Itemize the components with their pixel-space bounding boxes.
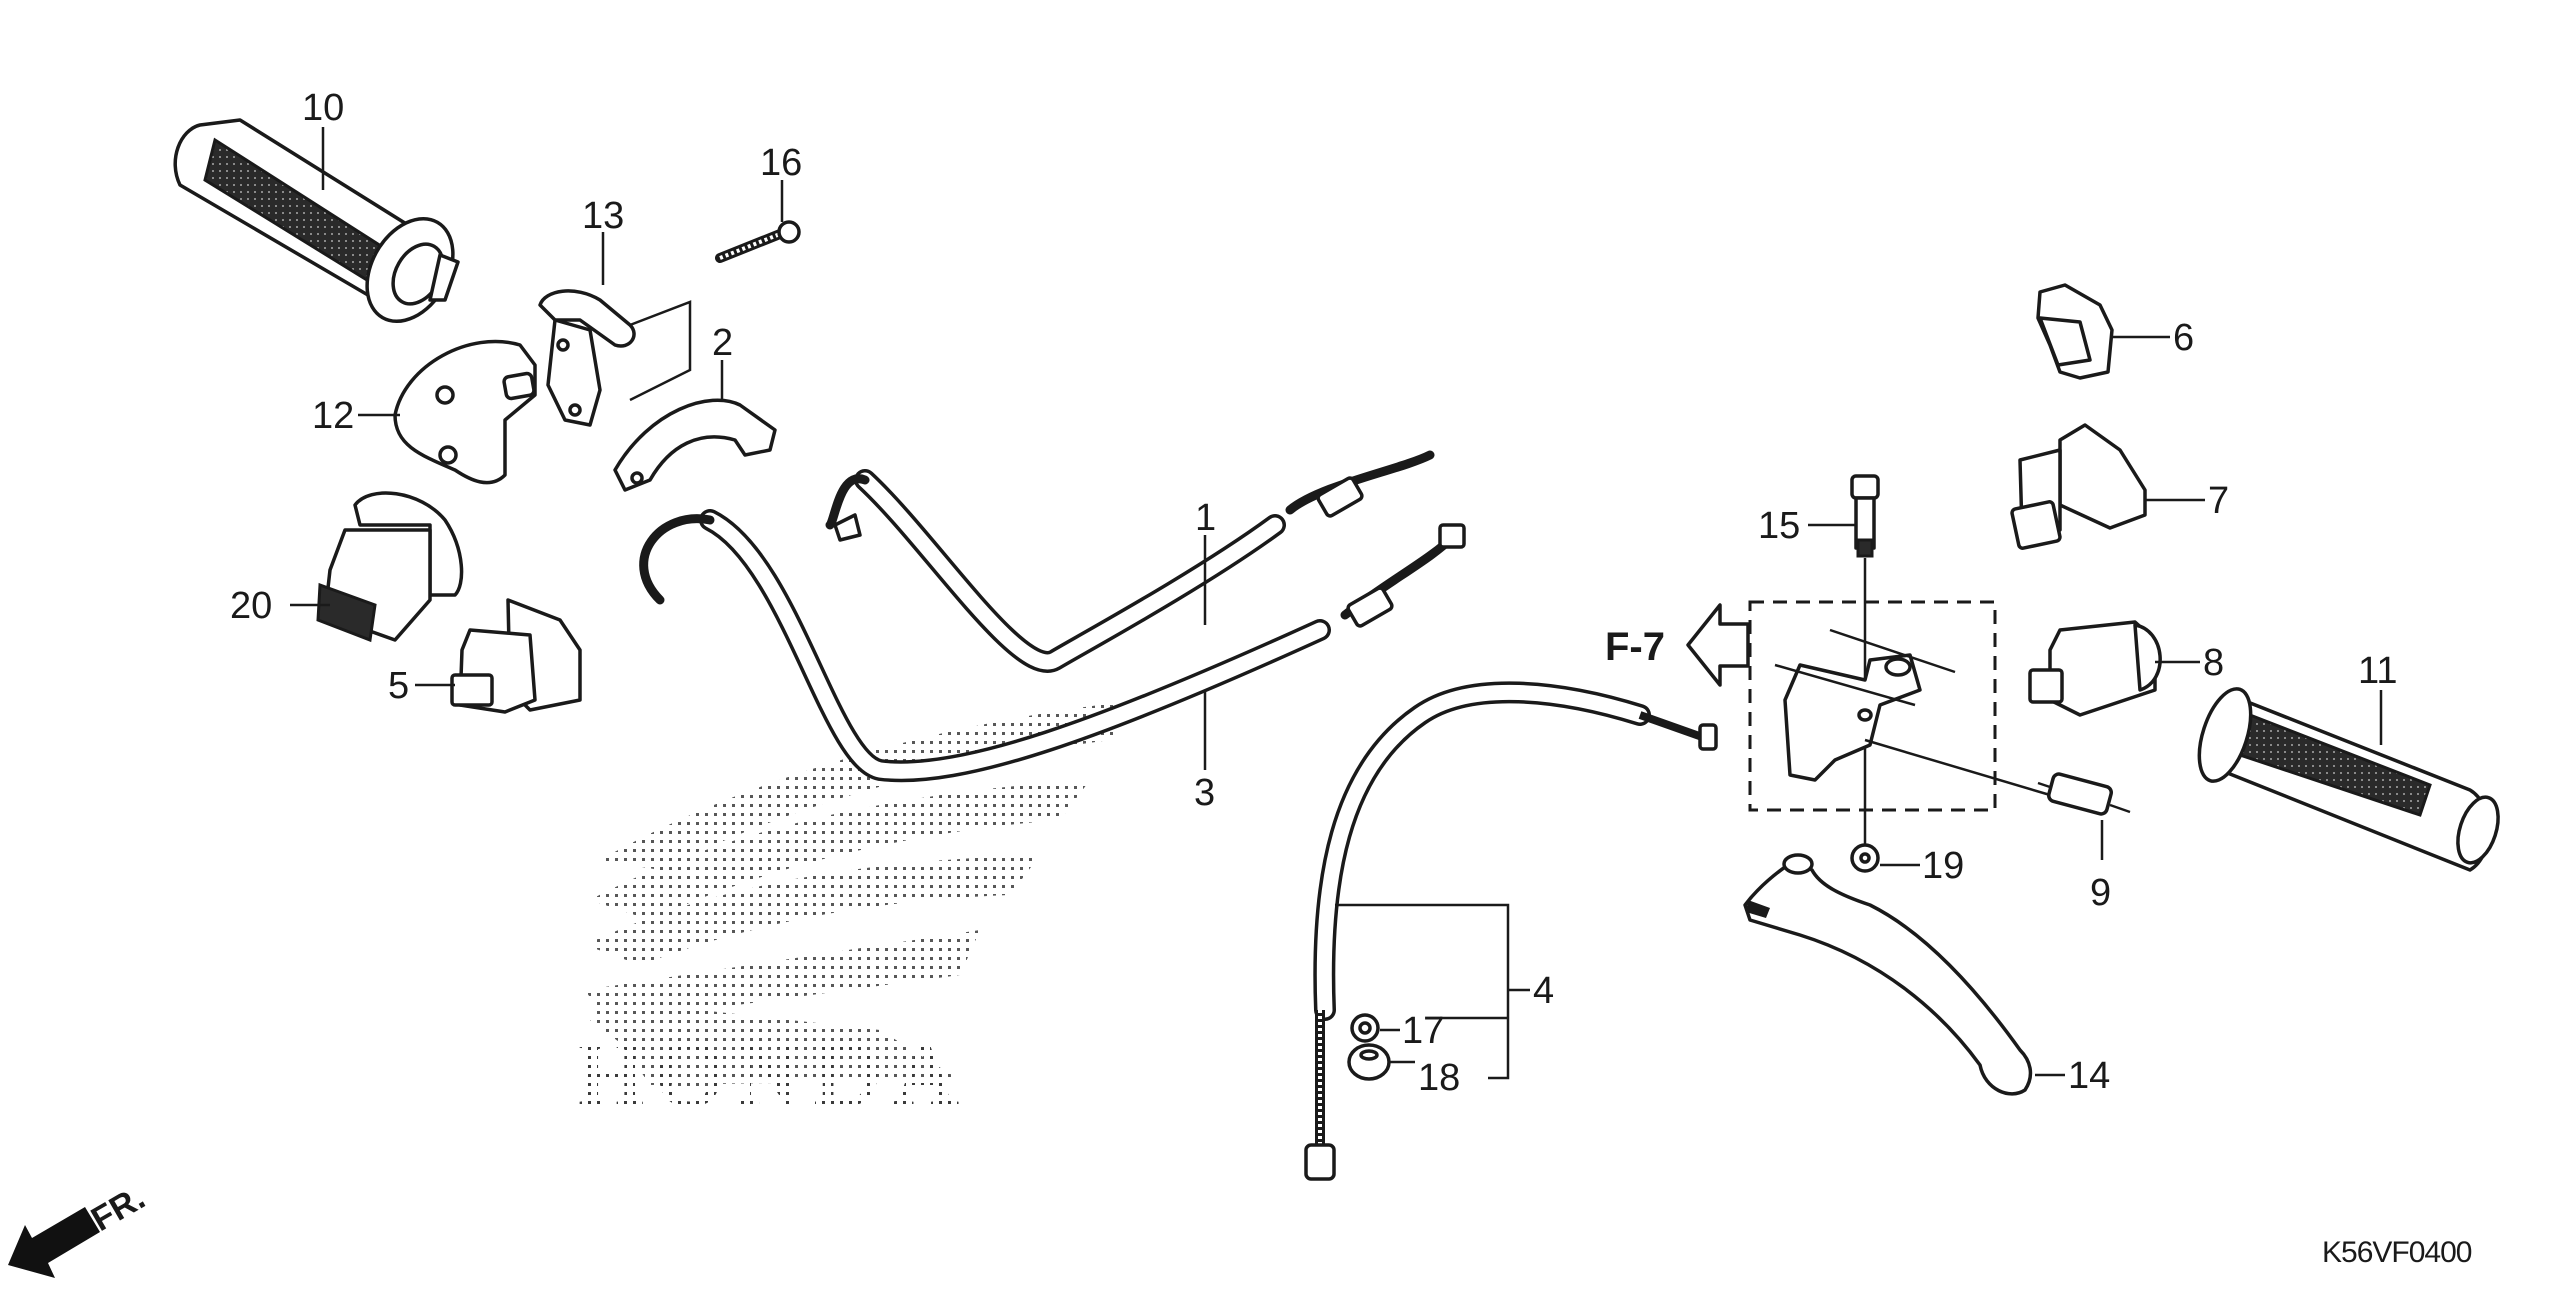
callout-9: 9: [2090, 872, 2111, 914]
throttle-housing-part: [613, 398, 777, 492]
assembly-group-box: [1748, 600, 1997, 812]
callout-18: 18: [1418, 1057, 1460, 1099]
callout-6: 6: [2173, 317, 2194, 359]
clutch-cable-part: [1304, 681, 1718, 1181]
callout-20: 20: [230, 585, 272, 627]
clutch-lever-part: [1743, 853, 2033, 1096]
callout-11: 11: [2358, 650, 2397, 692]
nut-19-part: [1850, 843, 1880, 873]
callout-17: 17: [1402, 1010, 1444, 1052]
switch-housing-part: [393, 339, 537, 485]
callout-1: 1: [1195, 497, 1216, 539]
callout-8: 8: [2203, 642, 2224, 684]
honda-wing-logo: [585, 700, 1140, 1088]
screw-part: [715, 220, 801, 263]
switch-7-part: [2010, 423, 2147, 550]
throttle-cable-3-part: [639, 509, 1466, 783]
callout-13: 13: [582, 195, 624, 237]
callout-14: 14: [2068, 1055, 2110, 1097]
lever-bracket-part: [1774, 628, 2051, 797]
reference-f7[interactable]: F-7: [1605, 625, 1665, 669]
throttle-cable-1-part: [825, 450, 1435, 673]
housing-clamp-part: [538, 289, 636, 427]
nut-17-part: [1350, 1013, 1380, 1043]
front-arrow-icon: [8, 1207, 100, 1278]
callout-15: 15: [1758, 505, 1800, 547]
handle-grip-part: [2197, 687, 2500, 872]
outline-arrow-left-icon: [1686, 603, 1750, 687]
callout-2: 2: [712, 322, 733, 364]
callout-16: 16: [760, 142, 802, 184]
callout-3: 3: [1194, 772, 1215, 814]
callout-4: 4: [1533, 970, 1554, 1012]
switch-5-part: [450, 598, 582, 714]
callout-12: 12: [312, 395, 354, 437]
switch-20-part: [316, 491, 464, 643]
callout-7: 7: [2208, 480, 2229, 522]
drawing-code: K56VF0400: [2322, 1236, 2472, 1269]
switch-6-part: [2036, 283, 2114, 380]
callout-10: 10: [302, 87, 344, 129]
nut-18-part: [1347, 1043, 1391, 1081]
throttle-grip-part: [173, 118, 460, 324]
callout-5: 5: [388, 665, 409, 707]
clutch-switch-part: [2037, 772, 2131, 816]
honda-watermark-text: HONDA: [578, 1023, 970, 1125]
leader-lines: [290, 127, 2383, 1080]
callout-19: 19: [1922, 845, 1964, 887]
switch-8-part: [2028, 620, 2162, 717]
